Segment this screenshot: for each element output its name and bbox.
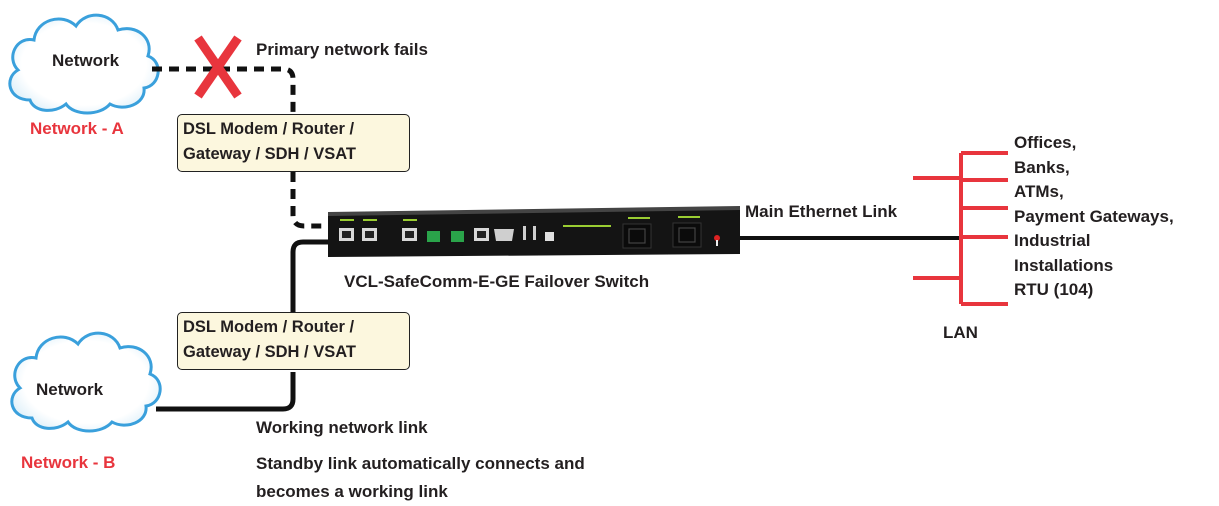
standby-note-line2: becomes a working link <box>256 482 448 501</box>
primary-link-dashed <box>152 66 326 229</box>
modem-a-line2: Gateway / SDH / VSAT <box>183 145 356 163</box>
lan-item: Industrial <box>1014 231 1091 250</box>
working-link-label: Working network link <box>256 418 428 437</box>
lan-item: ATMs, <box>1014 182 1064 201</box>
lan-items-list: Offices, Banks, ATMs, Payment Gateways, … <box>1014 131 1174 303</box>
modem-a-line1: DSL Modem / Router / <box>183 120 355 138</box>
network-b-cloud-label: Network <box>36 380 104 399</box>
network-b-caption: Network - B <box>21 453 116 472</box>
cloud-icon <box>10 331 162 433</box>
lan-item: Installations <box>1014 255 1114 275</box>
standby-note-line1: Standby link automatically connects and <box>256 454 585 473</box>
modem-box-b: DSL Modem / Router / Gateway / SDH / VSA… <box>177 312 410 370</box>
working-link <box>156 239 328 412</box>
lan-item: Banks, <box>1014 157 1070 177</box>
modem-b-line2: Gateway / SDH / VSAT <box>183 343 356 361</box>
cloud-icon <box>8 13 160 115</box>
lan-bus <box>913 151 1008 306</box>
device-label: VCL-SafeComm-E-GE Failover Switch <box>344 272 650 291</box>
failover-switch-device <box>328 206 740 257</box>
modem-box-a: DSL Modem / Router / Gateway / SDH / VSA… <box>177 114 410 172</box>
failure-x-icon <box>194 35 242 99</box>
failure-note: Primary network fails <box>256 40 428 59</box>
lan-label: LAN <box>943 323 978 342</box>
main-link-label: Main Ethernet Link <box>745 202 898 221</box>
network-a-cloud-label: Network <box>52 51 120 70</box>
lan-item: Payment Gateways, <box>1014 206 1174 226</box>
lan-item: RTU (104) <box>1014 280 1094 299</box>
lan-item: Offices, <box>1014 133 1077 152</box>
modem-b-line1: DSL Modem / Router / <box>183 318 355 336</box>
network-a-caption: Network - A <box>30 119 124 138</box>
